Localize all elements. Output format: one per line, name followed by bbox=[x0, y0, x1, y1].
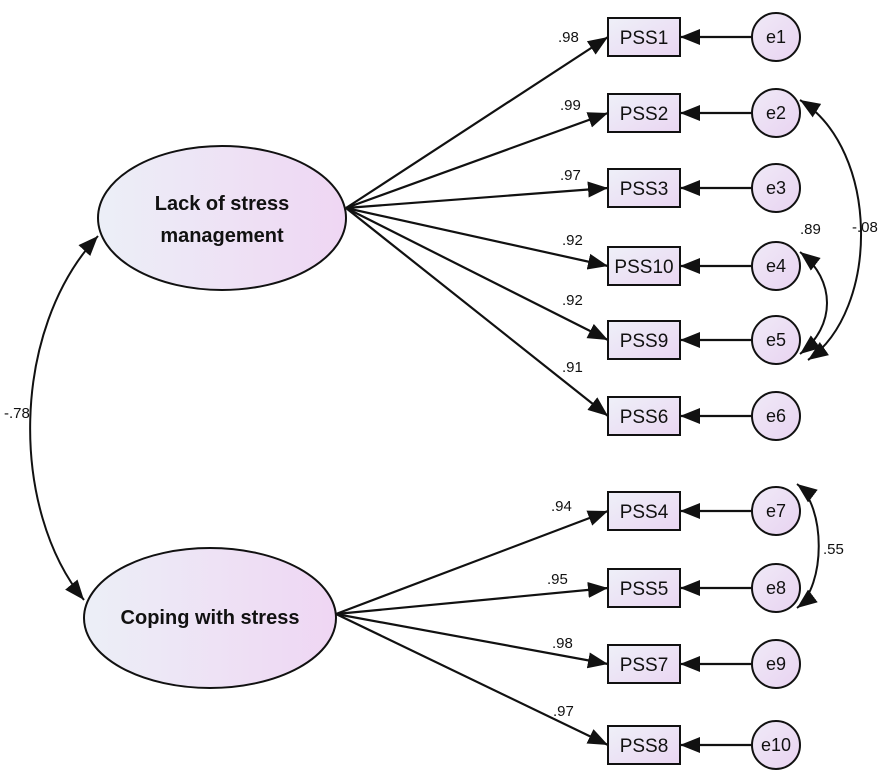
latent-stress-label-line1: Lack of stress bbox=[155, 193, 290, 215]
loading-value-pss4: .94 bbox=[551, 498, 572, 515]
loading-path-pss6 bbox=[345, 207, 609, 417]
loading-path-pss8 bbox=[335, 613, 609, 746]
latent-lack-of-stress-management bbox=[97, 145, 347, 291]
loading-value-pss5: .95 bbox=[547, 571, 568, 588]
indicator-box-pss10 bbox=[607, 246, 681, 286]
error-label-e7: e7 bbox=[766, 501, 786, 521]
loading-path-pss5 bbox=[335, 581, 609, 616]
error-label-e9: e9 bbox=[766, 654, 786, 674]
error-node-e6 bbox=[751, 391, 801, 441]
indicator-box-pss8 bbox=[607, 725, 681, 765]
covariance-arc-e2-e5 bbox=[799, 99, 862, 361]
covariance-arc-e7-e8 bbox=[796, 483, 820, 609]
loading-path-pss3 bbox=[345, 181, 609, 210]
error-label-e8: e8 bbox=[766, 578, 786, 598]
indicator-label-pss2: PSS2 bbox=[620, 104, 669, 125]
loading-value-pss6: .91 bbox=[562, 359, 583, 376]
error-label-e3: e3 bbox=[766, 178, 786, 198]
indicator-box-pss5 bbox=[607, 568, 681, 608]
indicator-box-pss7 bbox=[607, 644, 681, 684]
error-label-e10: e10 bbox=[761, 735, 791, 755]
indicator-label-pss5: PSS5 bbox=[620, 579, 669, 600]
covariance-value-e7-e8: .55 bbox=[823, 541, 844, 558]
error-node-e7 bbox=[751, 486, 801, 536]
loading-value-pss10: .92 bbox=[562, 232, 583, 249]
error-node-e1 bbox=[751, 12, 801, 62]
covariance-value-e2-e5: -.08 bbox=[852, 219, 878, 236]
loading-path-pss9 bbox=[345, 207, 609, 341]
indicator-label-pss8: PSS8 bbox=[620, 736, 669, 757]
indicator-box-pss6 bbox=[607, 396, 681, 436]
loading-path-pss4 bbox=[335, 509, 609, 616]
loading-path-pss7 bbox=[335, 612, 609, 669]
indicator-label-pss7: PSS7 bbox=[620, 655, 669, 676]
indicator-label-pss1: PSS1 bbox=[620, 28, 669, 49]
error-label-e1: e1 bbox=[766, 27, 786, 47]
loading-value-pss9: .92 bbox=[562, 292, 583, 309]
indicator-label-pss6: PSS6 bbox=[620, 407, 669, 428]
loading-value-pss1: .98 bbox=[558, 29, 579, 46]
covariance-arc-e4-e5 bbox=[799, 251, 828, 355]
error-node-e8 bbox=[751, 563, 801, 613]
error-node-e9 bbox=[751, 639, 801, 689]
loading-path-pss10 bbox=[345, 206, 609, 270]
error-label-e2: e2 bbox=[766, 103, 786, 123]
latent-coping-with-stress bbox=[83, 547, 337, 689]
error-label-e5: e5 bbox=[766, 330, 786, 350]
latent-stress-label-line2: management bbox=[160, 225, 284, 247]
indicator-label-pss10: PSS10 bbox=[614, 257, 673, 278]
indicator-label-pss3: PSS3 bbox=[620, 179, 669, 200]
error-node-e4 bbox=[751, 241, 801, 291]
indicator-box-pss4 bbox=[607, 491, 681, 531]
factor-covariance-arc bbox=[29, 235, 99, 601]
paths-layer: .98 .99 .97 .92 .92 .91 .94 .95 .98 .97 bbox=[335, 29, 752, 753]
error-node-e2 bbox=[751, 88, 801, 138]
error-label-e6: e6 bbox=[766, 406, 786, 426]
loading-value-pss2: .99 bbox=[560, 97, 581, 114]
indicator-box-pss9 bbox=[607, 320, 681, 360]
error-node-e3 bbox=[751, 163, 801, 213]
loading-path-pss2 bbox=[345, 111, 609, 210]
error-node-e10 bbox=[751, 720, 801, 770]
indicator-box-pss1 bbox=[607, 17, 681, 57]
latent-coping-label: Coping with stress bbox=[121, 607, 300, 629]
error-node-e5 bbox=[751, 315, 801, 365]
indicator-box-pss3 bbox=[607, 168, 681, 208]
factor-covariance-value: -.78 bbox=[4, 405, 30, 422]
indicator-box-pss2 bbox=[607, 93, 681, 133]
indicator-label-pss4: PSS4 bbox=[620, 502, 669, 523]
covariance-value-e4-e5: .89 bbox=[800, 221, 821, 238]
loading-value-pss7: .98 bbox=[552, 635, 573, 652]
loading-path-pss1 bbox=[345, 36, 609, 209]
loading-value-pss8: .97 bbox=[553, 703, 574, 720]
loading-value-pss3: .97 bbox=[560, 167, 581, 184]
indicator-label-pss9: PSS9 bbox=[620, 331, 669, 352]
error-label-e4: e4 bbox=[766, 256, 786, 276]
